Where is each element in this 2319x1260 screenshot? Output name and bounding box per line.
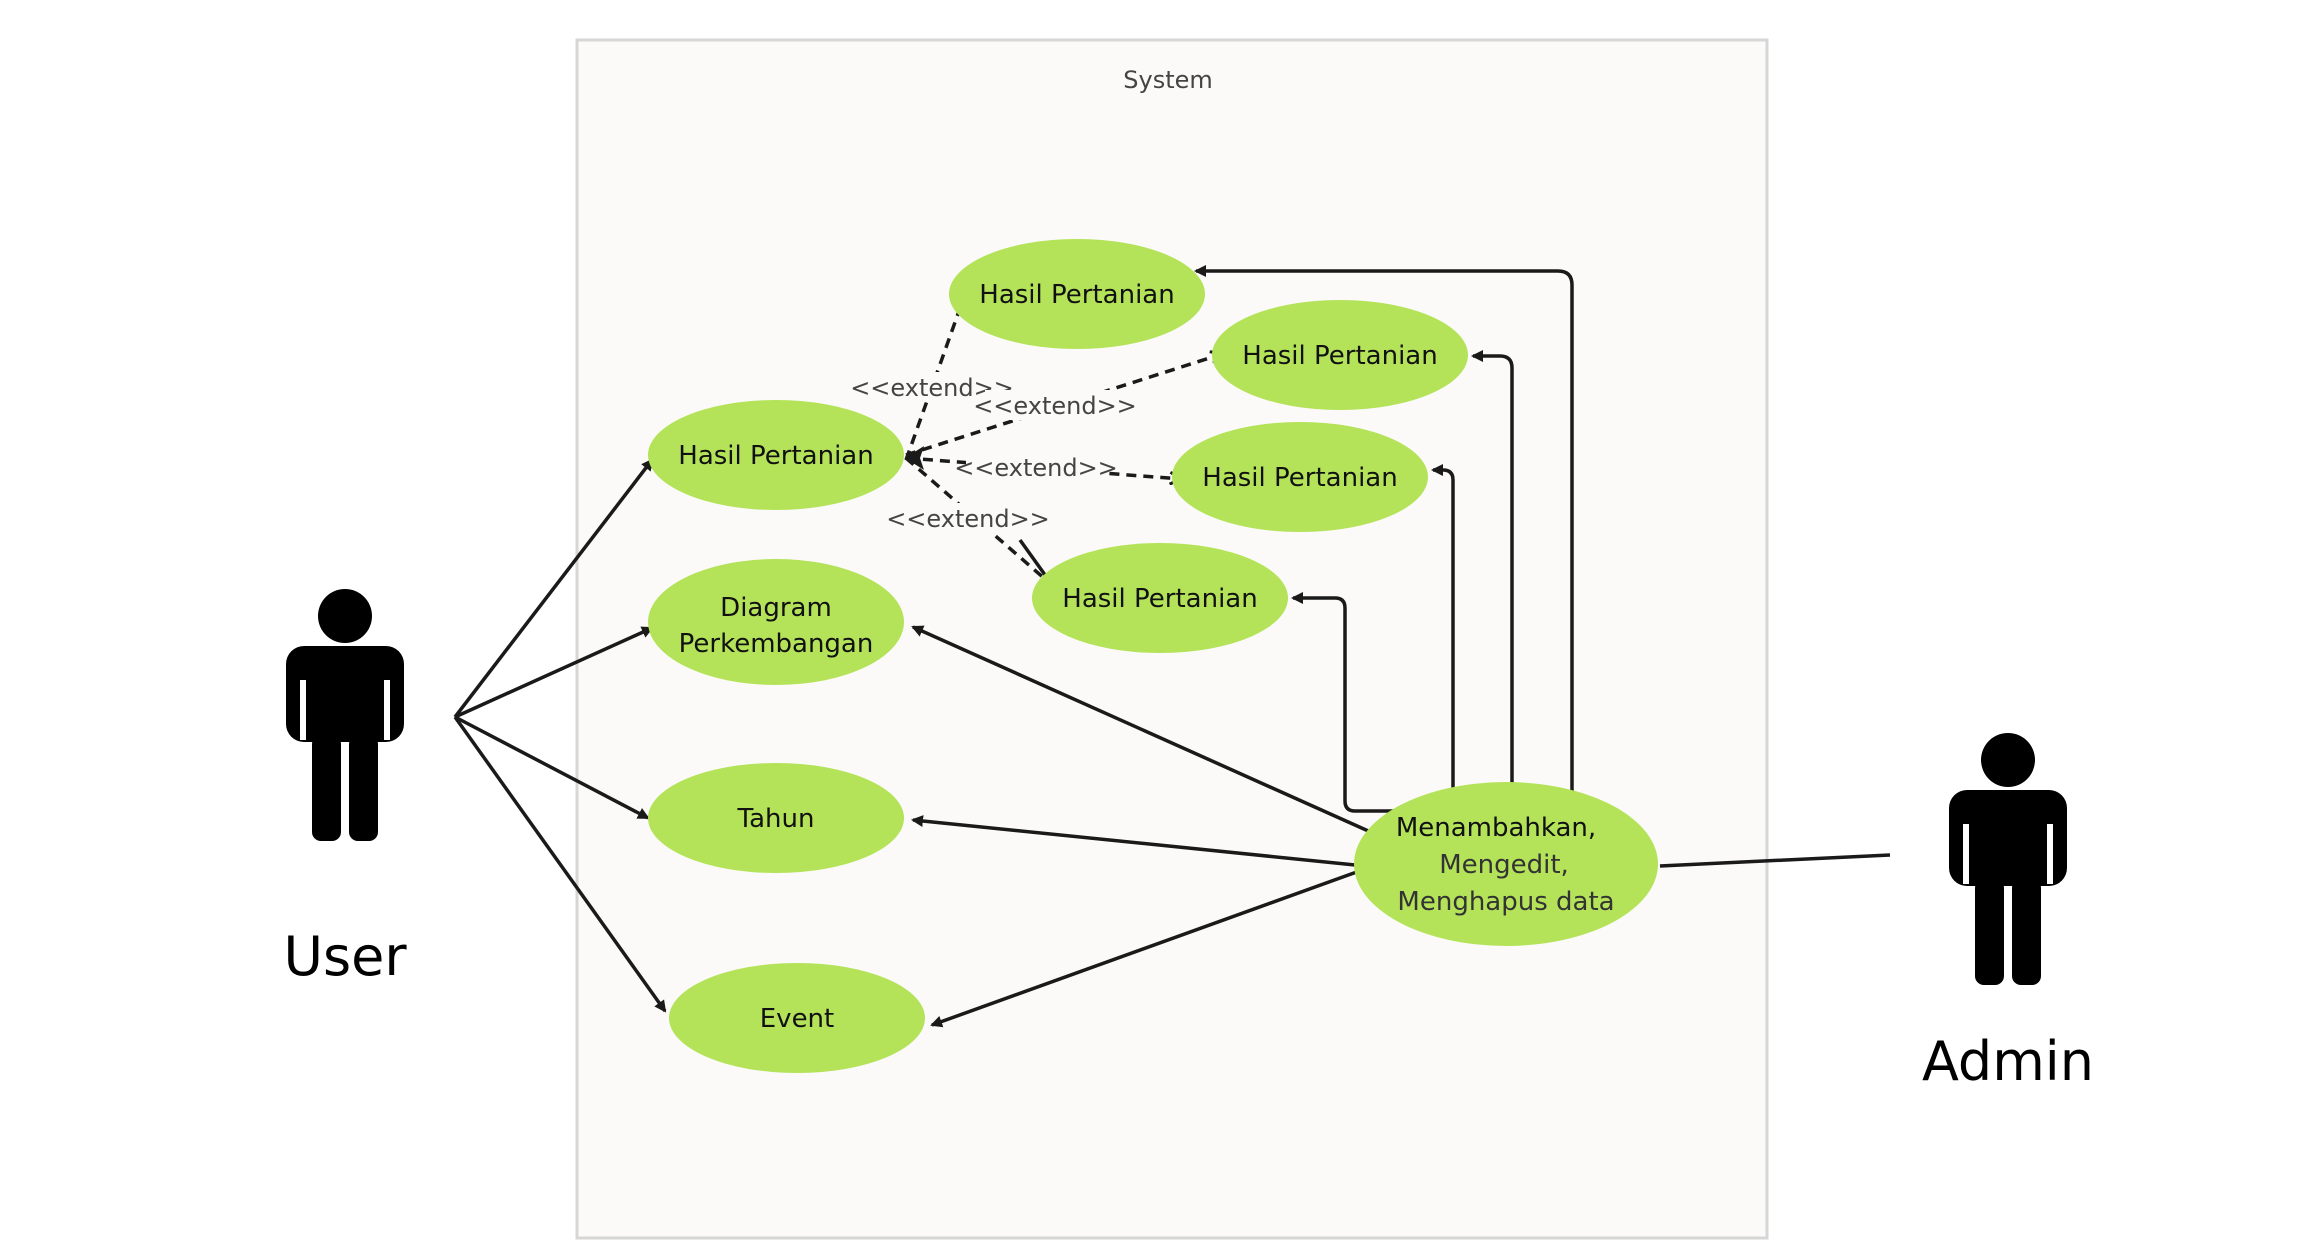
use-case-crud[interactable]: Menambahkan, Mengedit, Menghapus data (1354, 782, 1658, 946)
admin-actor-body (1949, 790, 2067, 886)
extend-label-4: <<extend>> (886, 505, 1050, 533)
crud-to-diagram-line (911, 625, 1376, 836)
use-case-tahun[interactable]: Tahun (648, 763, 904, 873)
extend-label-4-bg (898, 503, 1038, 533)
use-case-hasil-pertanian-3[interactable]: Hasil Pertanian (1172, 422, 1428, 532)
user-actor-label: User (283, 925, 407, 988)
use-case-tahun-shape (648, 763, 904, 873)
user-actor-left-leg (312, 735, 341, 841)
extend-label-3-group: <<extend>> (954, 452, 1118, 482)
extend-label-2-bg (985, 390, 1125, 420)
use-case-hasil-pertanian-1-shape (949, 239, 1205, 349)
use-case-crud-line3: Menghapus data (1397, 887, 1614, 917)
crud-associations (911, 265, 1574, 1028)
user-actor-body (286, 646, 404, 742)
crud-to-hasil-1-line (1194, 265, 1574, 795)
user-actor-left-arm-gap (300, 680, 306, 740)
use-case-tahun-label: Tahun (737, 804, 815, 834)
use-case-event-shape (669, 963, 925, 1073)
use-case-hasil-pertanian-main-shape (648, 400, 904, 510)
admin-actor-left-arm-gap (1963, 824, 1969, 884)
admin-actor (1949, 733, 2067, 985)
crud-to-hasil-2-line (1471, 350, 1514, 788)
user-to-event-line (453, 715, 667, 1013)
use-case-hasil-pertanian-2-shape (1212, 300, 1468, 410)
admin-actor-label: Admin (1922, 1030, 2094, 1093)
user-associations (453, 458, 667, 1013)
system-title: System (1123, 66, 1213, 94)
use-case-hasil-pertanian-main-label: Hasil Pertanian (678, 441, 873, 471)
admin-to-crud-line (1659, 853, 1891, 868)
use-case-hasil-pertanian-4-shape (1032, 543, 1288, 653)
use-case-hasil-pertanian-3-label: Hasil Pertanian (1202, 463, 1397, 493)
use-case-event-label: Event (760, 1004, 834, 1034)
extend-hasil-2-line (905, 354, 1222, 457)
use-case-diagram-perkembangan-line1: Diagram (720, 593, 832, 623)
use-case-diagram-perkembangan-line2: Perkembangan (679, 629, 874, 659)
crud-to-tahun-line (911, 815, 1366, 868)
admin-actor-right-leg (2012, 879, 2041, 985)
use-case-hasil-pertanian-4-label: Hasil Pertanian (1062, 584, 1257, 614)
use-case-hasil-pertanian-1-label: Hasil Pertanian (979, 280, 1174, 310)
use-case-hasil-pertanian-3-shape (1172, 422, 1428, 532)
user-to-hasil-pertanian-line (453, 458, 654, 719)
use-case-hasil-pertanian-2[interactable]: Hasil Pertanian (1212, 300, 1468, 410)
use-case-crud-line2: Mengedit, (1439, 850, 1569, 880)
user-actor-right-arm-gap (384, 680, 390, 740)
extend-hasil-4-line (904, 456, 1055, 588)
extend-label-3: <<extend>> (954, 454, 1118, 482)
use-case-hasil-pertanian-2-label: Hasil Pertanian (1242, 341, 1437, 371)
crud-to-hasil-4-line (1291, 592, 1408, 813)
extend-label-4-group: <<extend>> (886, 503, 1050, 533)
extend-arrowhead-main (905, 446, 924, 470)
crud-to-hasil-3-line (1431, 464, 1455, 795)
user-actor-right-leg (349, 735, 378, 841)
use-case-hasil-pertanian-main[interactable]: Hasil Pertanian (648, 400, 904, 510)
use-case-diagram-perkembangan-shape (648, 559, 904, 685)
user-actor-head (318, 589, 372, 643)
extend-label-2-group: <<extend>> (973, 390, 1137, 420)
crud-to-event-line (930, 867, 1366, 1028)
use-case-hasil-pertanian-1[interactable]: Hasil Pertanian (949, 239, 1205, 349)
use-case-hasil-pertanian-4[interactable]: Hasil Pertanian (1032, 543, 1288, 653)
extend-label-2: <<extend>> (973, 392, 1137, 420)
extend-label-3-bg (966, 452, 1106, 482)
use-case-crud-line1: Menambahkan, (1396, 813, 1596, 843)
extend-label-1-bg (862, 372, 1002, 402)
admin-actor-right-arm-gap (2047, 824, 2053, 884)
user-to-tahun-line (454, 715, 650, 820)
admin-actor-left-leg (1975, 879, 2004, 985)
use-case-event[interactable]: Event (669, 963, 925, 1073)
use-case-crud-shape (1354, 782, 1658, 946)
user-actor (286, 589, 404, 841)
admin-actor-head (1981, 733, 2035, 787)
use-case-diagram-perkembangan[interactable]: Diagram Perkembangan (648, 559, 904, 685)
user-to-diagram-line (454, 626, 654, 719)
